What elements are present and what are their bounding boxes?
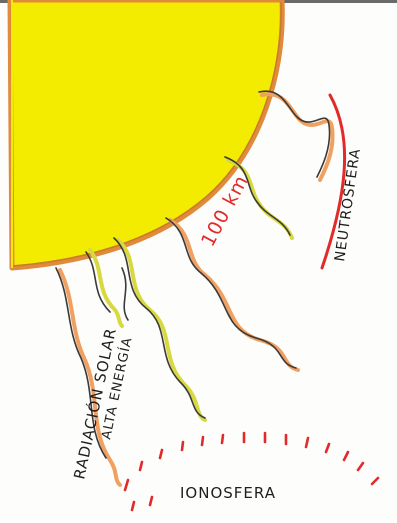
- ionosphere-dash: [182, 442, 183, 450]
- label-ionosphere: IONOSFERA: [180, 484, 276, 502]
- ionosphere-dash: [222, 435, 223, 443]
- ionosphere-dash: [202, 437, 203, 445]
